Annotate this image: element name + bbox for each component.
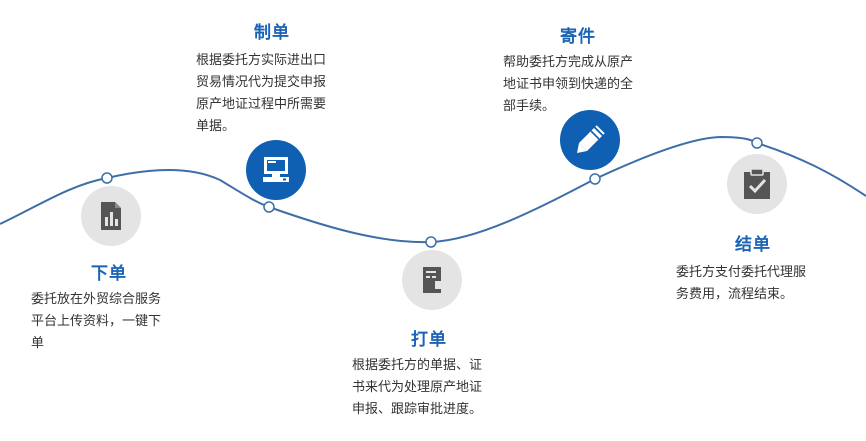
wave-node-5 [751, 137, 763, 149]
pen-icon [577, 125, 605, 153]
step-2-description: 根据委托方实际进出口 贸易情况代为提交申报 原产地证过程中所需要 单据。 [196, 53, 327, 134]
wave-node-2 [263, 201, 275, 213]
document-chart-icon [101, 202, 121, 230]
step-3-description: 根据委托方的单据、证 书来代为处理原产地证 申报、跟踪审批进度。 [352, 358, 483, 417]
step-5-description: 委托方支付委托代理服 务费用，流程结束。 [676, 265, 807, 302]
step-1-description: 委托放在外贸综合服务 平台上传资料，一键下 单 [31, 292, 162, 351]
wave-node-1 [101, 172, 113, 184]
wave-node-4 [589, 173, 601, 185]
step-2-icon-circle [246, 140, 306, 200]
step-4-description: 帮助委托方完成从原产 地证书申领到快递的全 部手续。 [503, 55, 634, 114]
step-3-icon-circle [402, 250, 462, 310]
computer-icon [263, 157, 289, 182]
wave-node-3 [425, 236, 437, 248]
step-1-icon-circle [81, 186, 141, 246]
step-4-icon-circle [560, 110, 620, 170]
step-5-icon-circle [727, 154, 787, 214]
step-1-title: 下单 [91, 264, 127, 284]
clipboard-check-icon [744, 168, 770, 199]
step-2-title: 制单 [254, 23, 290, 43]
step-4-title: 寄件 [560, 27, 596, 47]
step-5-title: 结单 [735, 235, 771, 255]
step-3-title: 打单 [411, 330, 447, 350]
printer-icon [423, 267, 443, 293]
